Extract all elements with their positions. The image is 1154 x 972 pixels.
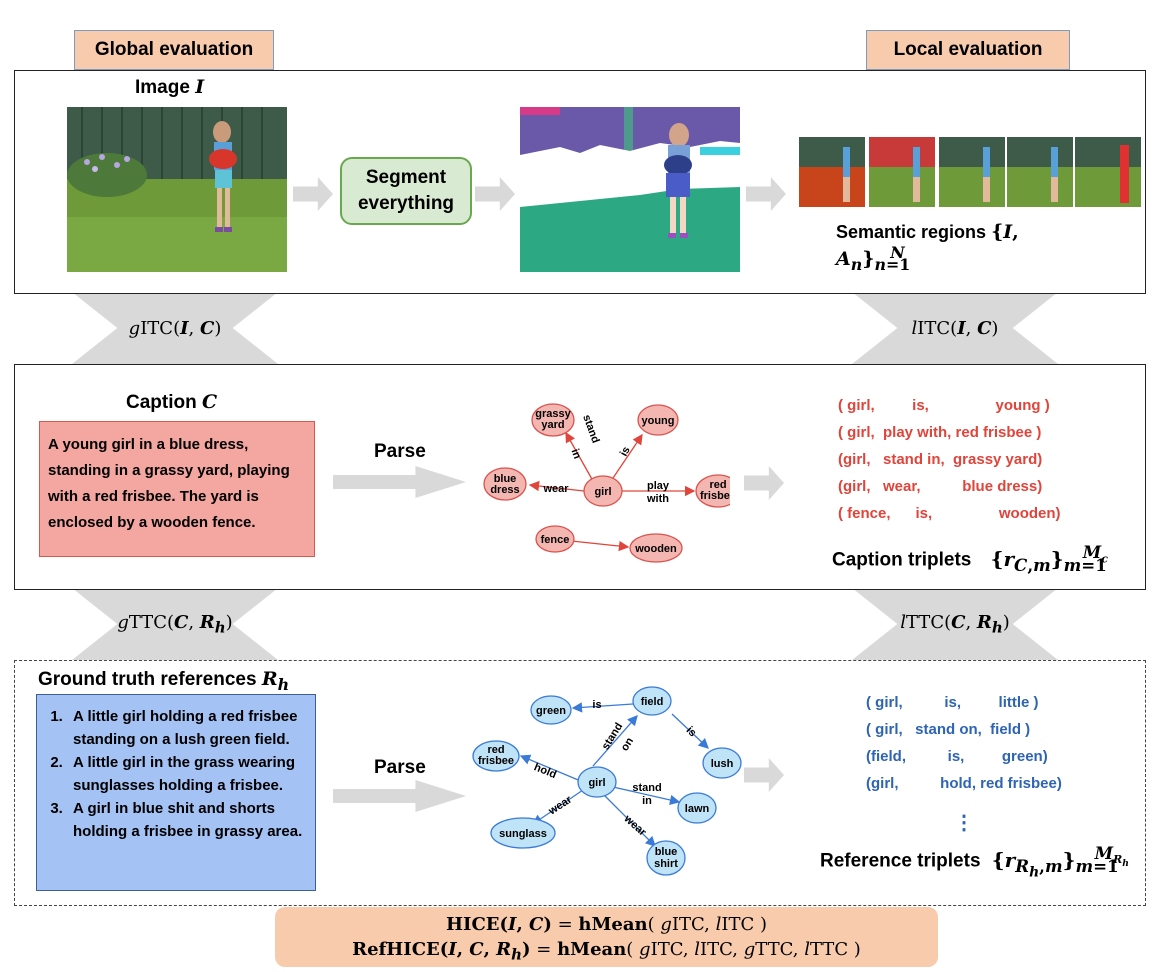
- svg-text:green: green: [536, 705, 566, 717]
- svg-text:on: on: [619, 735, 636, 753]
- node-red-frisbee: [472, 740, 520, 772]
- litc-connector: lITC(I, C): [852, 292, 1058, 364]
- caption-triplet: ( girl, is, young ): [838, 397, 1050, 414]
- svg-text:with: with: [646, 493, 669, 505]
- gttc-connector: gTTC(C, Rh): [72, 588, 278, 660]
- svg-text:play: play: [647, 480, 670, 492]
- caption-text-box: A young girl in a blue dress, standing i…: [39, 421, 315, 557]
- svg-text:shirt: shirt: [654, 858, 678, 870]
- reference-triplets-label: Reference triplets {rRh,m}m=1MRh: [820, 843, 1129, 880]
- svg-text:is: is: [618, 445, 633, 459]
- caption-triplet: (girl, stand in, grassy yard): [838, 451, 1043, 468]
- node-grassy-yard: [531, 403, 575, 437]
- node-fence: [535, 525, 575, 553]
- node-sunglass: [490, 817, 556, 849]
- node-green: [530, 695, 572, 725]
- global-evaluation-header: Global evaluation: [74, 30, 274, 70]
- svg-text:wear: wear: [542, 483, 569, 495]
- reference-triplet: (field, is, green): [866, 748, 1048, 765]
- svg-text:dress: dress: [490, 484, 519, 496]
- svg-text:lawn: lawn: [685, 803, 710, 815]
- node-wooden: [629, 533, 683, 563]
- svg-text:lush: lush: [711, 758, 734, 770]
- node-field: [632, 686, 672, 716]
- semantic-regions-label: Semantic regions {I, An}n=1N: [836, 221, 1019, 275]
- svg-text:girl: girl: [588, 777, 605, 789]
- svg-text:young: young: [642, 415, 675, 427]
- reference-item: A little girl holding a red frisbee stan…: [67, 705, 307, 751]
- svg-text:blue: blue: [494, 473, 517, 485]
- svg-text:wooden: wooden: [634, 543, 677, 555]
- hice-formula: HICE(I, C) = hMean( gITC, lITC ): [446, 914, 767, 935]
- node-red-frisbee: [695, 474, 730, 508]
- reference-text-box: A little girl holding a red frisbee stan…: [36, 694, 316, 891]
- reference-title: Ground truth references Rh: [38, 668, 290, 694]
- svg-text:grassy: grassy: [535, 408, 571, 420]
- gitc-connector: gITC(I, C): [72, 292, 278, 364]
- svg-text:sunglass: sunglass: [499, 828, 547, 840]
- reference-triplets-list: ( girl, is, little ) ( girl, stand on, f…: [866, 694, 1062, 802]
- svg-text:red: red: [709, 479, 726, 491]
- node-blue-dress: [483, 467, 527, 501]
- local-evaluation-header: Local evaluation: [866, 30, 1070, 70]
- reference-parse-label: Parse: [374, 757, 426, 778]
- image-title: Image I: [135, 76, 205, 98]
- gttc-label: gTTC(C, Rh): [117, 611, 233, 637]
- svg-text:girl: girl: [594, 486, 611, 498]
- svg-text:red: red: [487, 744, 504, 756]
- svg-text:fence: fence: [541, 534, 570, 546]
- svg-text:frisbee: frisbee: [478, 755, 514, 767]
- svg-text:yard: yard: [541, 419, 564, 431]
- node-lush: [702, 747, 742, 779]
- svg-text:frisbee: frisbee: [700, 490, 730, 502]
- node-lawn: [677, 792, 717, 824]
- reference-triplet: (girl, hold, red frisbee): [866, 775, 1062, 792]
- caption-title: Caption C: [126, 391, 218, 413]
- svg-text:wear: wear: [546, 793, 575, 818]
- reference-triplet: ( girl, stand on, field ): [866, 721, 1031, 738]
- refhice-formula: RefHICE(I, C, Rh) = hMean( gITC, lITC, g…: [352, 939, 861, 964]
- caption-triplet: ( girl, play with, red frisbee ): [838, 424, 1042, 441]
- caption-triplet: ( fence, is, wooden): [838, 505, 1061, 522]
- node-young: [637, 404, 679, 436]
- node-blue-shirt: [646, 840, 686, 876]
- svg-text:in: in: [569, 447, 584, 461]
- input-photo: [67, 107, 287, 272]
- svg-text:stand: stand: [580, 413, 601, 445]
- svg-text:blue: blue: [655, 846, 678, 858]
- caption-triplets-list: ( girl, is, young ) ( girl, play with, r…: [838, 397, 1061, 532]
- reference-item: A girl in blue shit and shorts holding a…: [67, 797, 307, 843]
- lttc-connector: lTTC(C, Rh): [852, 588, 1058, 660]
- svg-text:field: field: [641, 696, 664, 708]
- node-girl: [583, 475, 623, 507]
- litc-label: lITC(I, C): [911, 317, 999, 339]
- svg-text:hold: hold: [532, 761, 558, 781]
- reference-item: A little girl in the grass wearing sungl…: [67, 751, 307, 797]
- caption-triplets-label: Caption triplets {rC,m}m=1Mc: [832, 542, 1108, 575]
- svg-text:is: is: [592, 699, 601, 711]
- reference-triplet: ( girl, is, little ): [866, 694, 1039, 711]
- svg-text:stand: stand: [632, 782, 661, 794]
- reference-ellipsis: ⋮: [954, 812, 974, 834]
- lttc-label: lTTC(C, Rh): [900, 611, 1010, 637]
- svg-text:in: in: [642, 795, 652, 807]
- semantic-regions-thumbnails: [799, 137, 1141, 207]
- caption-triplet: (girl, wear, blue dress): [838, 478, 1043, 495]
- gitc-label: gITC(I, C): [128, 317, 222, 339]
- caption-parse-label: Parse: [374, 441, 426, 462]
- segmentation-map: [520, 107, 740, 272]
- node-girl: [577, 766, 617, 798]
- hice-formula-box: HICE(I, C) = hMean( gITC, lITC ) RefHICE…: [275, 907, 938, 967]
